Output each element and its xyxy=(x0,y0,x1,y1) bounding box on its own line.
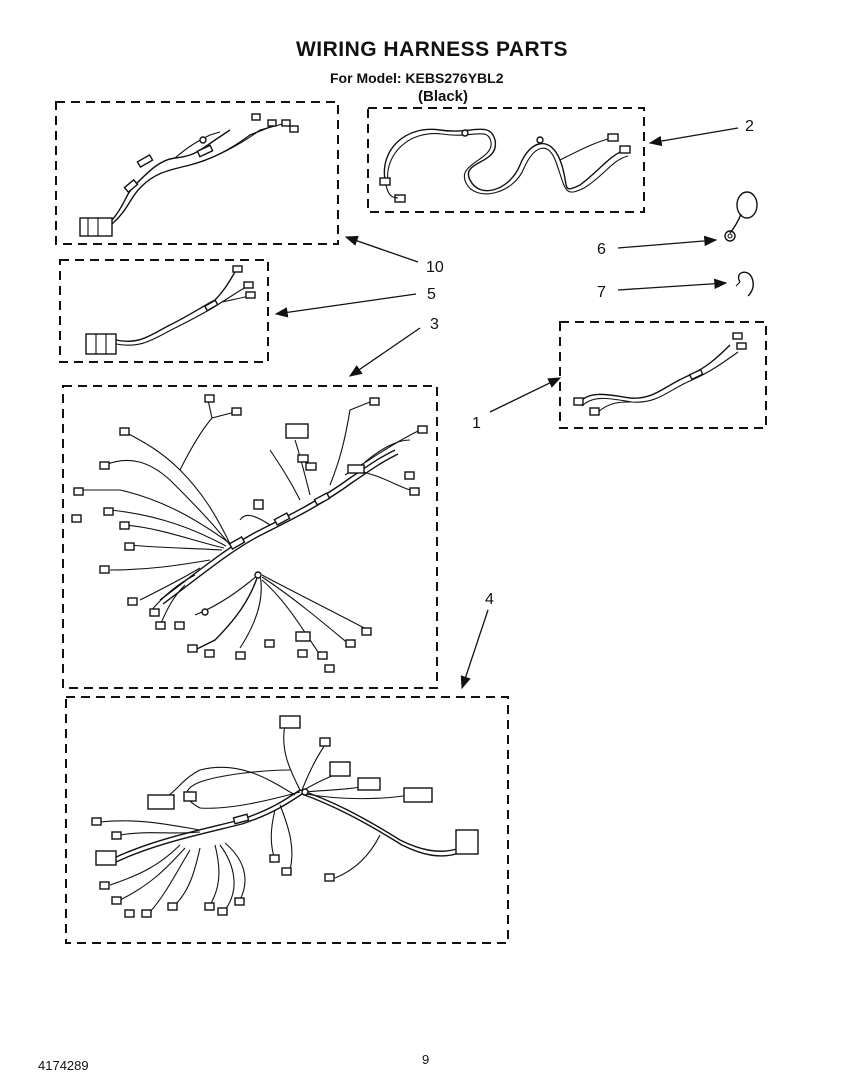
model-line: For Model: KEBS276YBL2 xyxy=(330,70,504,86)
part-2-harness[interactable] xyxy=(367,107,645,213)
part-3-harness[interactable] xyxy=(62,385,438,689)
callout-5: 5 xyxy=(427,286,436,303)
part-10-harness[interactable] xyxy=(55,101,339,245)
color-line: (Black) xyxy=(418,88,469,105)
callout-4: 4 xyxy=(485,591,494,608)
callout-6: 6 xyxy=(597,241,606,258)
part-4-harness[interactable] xyxy=(65,696,509,944)
part-6-grommet[interactable] xyxy=(724,191,758,242)
callout-leaders xyxy=(274,127,739,690)
part-7-clip[interactable] xyxy=(735,271,754,297)
document-number: 4174289 xyxy=(38,1058,89,1073)
callout-7: 7 xyxy=(597,284,606,301)
callout-2: 2 xyxy=(745,118,754,135)
page-number: 9 xyxy=(422,1052,430,1067)
callout-1: 1 xyxy=(472,415,481,432)
part-1-harness[interactable] xyxy=(559,321,767,429)
callout-3: 3 xyxy=(430,316,439,333)
part-5-harness[interactable] xyxy=(59,259,269,363)
callout-10: 10 xyxy=(426,259,444,276)
page-title: WIRING HARNESS PARTS xyxy=(295,38,569,61)
